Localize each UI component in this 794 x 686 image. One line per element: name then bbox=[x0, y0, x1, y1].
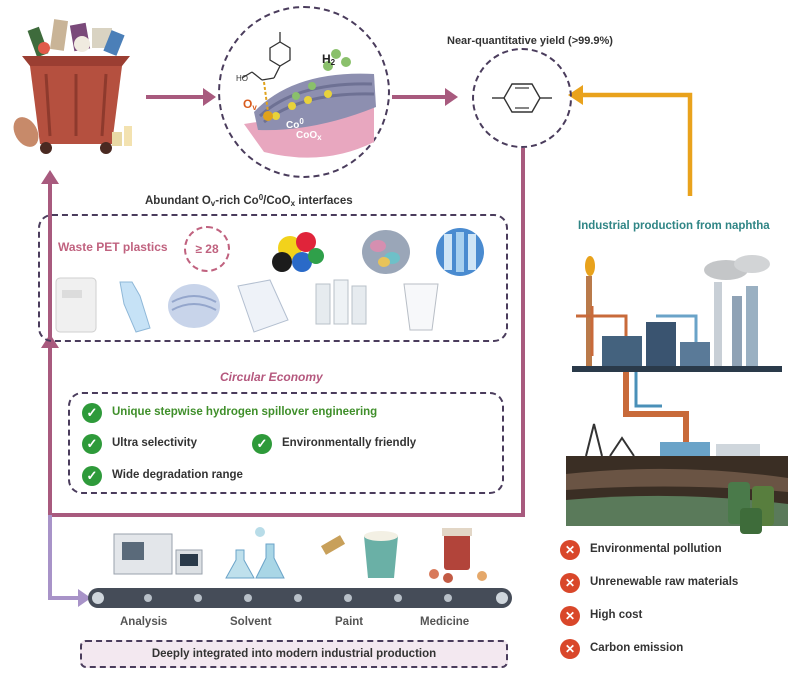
drawback-cost: High cost bbox=[590, 609, 643, 621]
industry-title: Industrial production from naphtha bbox=[578, 220, 770, 232]
feature-selectivity: Ultra selectivity bbox=[112, 437, 198, 449]
catalyst-illustration bbox=[241, 32, 376, 158]
p-xylene-structure bbox=[492, 83, 552, 113]
pet-title: Waste PET plastics bbox=[58, 240, 168, 254]
app-medicine: Medicine bbox=[420, 616, 470, 628]
cross-icon: ✕ bbox=[560, 573, 580, 593]
feature-env-friendly: Environmentally friendly bbox=[282, 437, 417, 449]
cross-icon: ✕ bbox=[560, 540, 580, 560]
app-solvent: Solvent bbox=[230, 616, 272, 628]
drawback-unrenewable: Unrenewable raw materials bbox=[590, 576, 739, 588]
check-icon: ✓ bbox=[82, 466, 102, 486]
check-icon: ✓ bbox=[82, 403, 102, 423]
product-circle bbox=[472, 48, 572, 148]
arrow-to-applications bbox=[48, 515, 80, 600]
app-paint: Paint bbox=[335, 616, 364, 628]
pet-types-badge: ≥ 28 bbox=[184, 226, 230, 272]
arrow-naphtha-to-product bbox=[580, 92, 693, 196]
ov-label: Ov bbox=[243, 97, 257, 112]
arrow-up-to-bin bbox=[41, 170, 59, 184]
feature-degradation: Wide degradation range bbox=[112, 469, 243, 481]
pet-products-row bbox=[55, 277, 439, 333]
check-icon: ✓ bbox=[82, 434, 102, 454]
interface-label: Abundant Ov-rich Co0/CoOx interfaces bbox=[145, 193, 353, 208]
cross-icon: ✕ bbox=[560, 606, 580, 626]
h2-label: H2 bbox=[322, 52, 336, 67]
check-icon: ✓ bbox=[252, 434, 272, 454]
drawback-pollution: Environmental pollution bbox=[590, 543, 722, 555]
pet-plastics-box bbox=[38, 214, 508, 342]
catalyst-circle bbox=[218, 6, 390, 178]
conveyor-rollers bbox=[92, 592, 508, 604]
cross-icon: ✕ bbox=[560, 639, 580, 659]
feature-spillover: Unique stepwise hydrogen spillover engin… bbox=[112, 406, 378, 418]
footer-box bbox=[80, 640, 508, 668]
circular-economy-title: Circular Economy bbox=[220, 370, 323, 384]
conveyor-belt bbox=[88, 588, 512, 608]
footer-text: Deeply integrated into modern industrial… bbox=[151, 648, 437, 660]
waste-bin-illustration bbox=[13, 19, 132, 154]
coox-label: CoOx bbox=[296, 130, 322, 142]
ho-label: HO bbox=[236, 74, 248, 83]
applications-illustration bbox=[113, 527, 487, 583]
co-label: Co0 bbox=[286, 117, 304, 131]
drawback-carbon: Carbon emission bbox=[590, 642, 684, 654]
pet-samples-row bbox=[272, 228, 484, 276]
yield-label: Near-quantitative yield (>99.9%) bbox=[447, 35, 613, 47]
app-analysis: Analysis bbox=[120, 616, 168, 628]
circular-economy-box bbox=[68, 392, 504, 494]
refinery-illustration bbox=[566, 255, 788, 534]
